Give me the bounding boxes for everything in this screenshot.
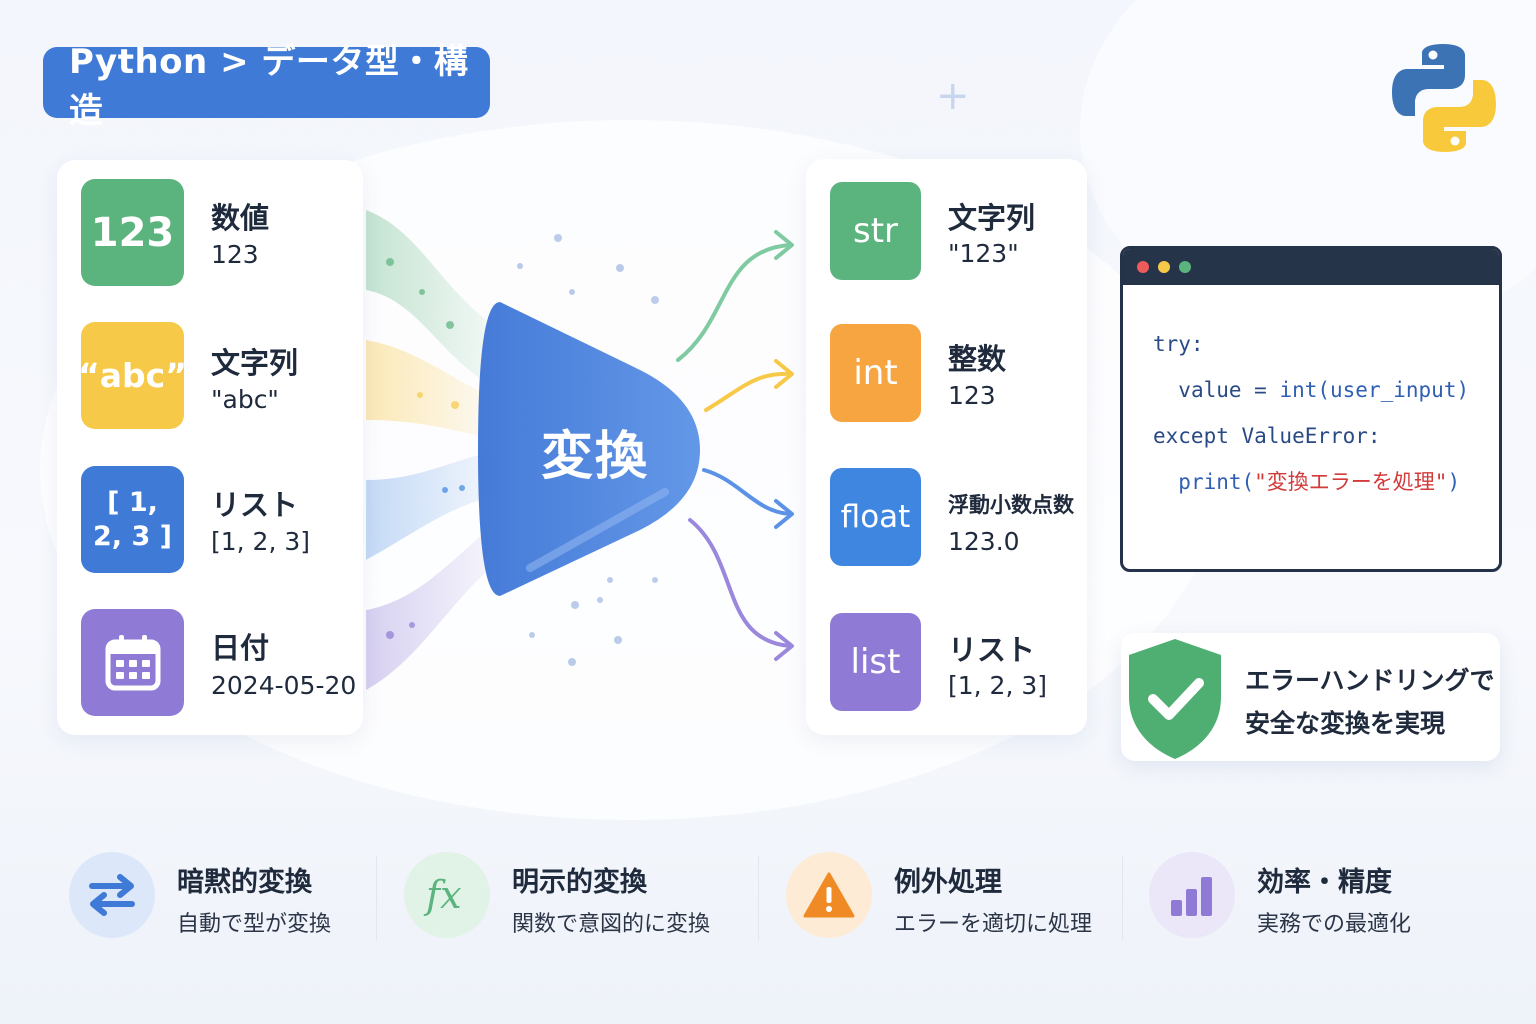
output-title-str: 文字列 bbox=[948, 201, 1036, 235]
particle-dots bbox=[386, 234, 659, 666]
arrow-to-str bbox=[676, 243, 792, 362]
code-snippet: try: value = int(user_input) except Valu… bbox=[1153, 321, 1469, 505]
output-value-list: [1, 2, 3] bbox=[948, 671, 1048, 700]
feature-title: 効率・精度 bbox=[1257, 867, 1392, 898]
input-value-number: 123 bbox=[211, 240, 259, 269]
svg-text:fx: fx bbox=[423, 873, 462, 917]
code-line-print: print("変換エラーを処理") bbox=[1178, 470, 1461, 494]
converter-funnel bbox=[478, 302, 700, 596]
python-logo-icon bbox=[1392, 44, 1496, 152]
output-types-card: str 文字列 "123" int 整数 123 float 浮動小数点数 12… bbox=[806, 159, 1087, 735]
divider bbox=[758, 856, 759, 940]
output-arrows bbox=[676, 230, 794, 661]
feature-icon-circle bbox=[786, 852, 872, 938]
plus-decoration-icon: + bbox=[936, 73, 970, 119]
input-title-list: リスト bbox=[211, 488, 299, 522]
maximize-dot-icon bbox=[1179, 261, 1191, 273]
code-line-try: try: bbox=[1153, 332, 1204, 356]
code-editor-window: try: value = int(user_input) except Valu… bbox=[1120, 246, 1502, 572]
input-flow-blue bbox=[366, 450, 500, 560]
input-flow-purple bbox=[366, 520, 500, 690]
input-title-number: 数値 bbox=[211, 201, 270, 235]
input-title-date: 日付 bbox=[211, 631, 270, 665]
divider bbox=[1122, 856, 1123, 940]
arrow-to-float bbox=[702, 468, 792, 516]
error-handling-text: エラーハンドリングで 安全な変換を実現 bbox=[1245, 659, 1495, 745]
input-flow-yellow bbox=[366, 340, 500, 440]
feature-desc: エラーを適切に処理 bbox=[894, 912, 1093, 937]
output-title-list: リスト bbox=[948, 633, 1036, 667]
window-title-bar bbox=[1123, 249, 1499, 285]
function-fx-icon: fx bbox=[423, 873, 462, 917]
output-tile-str: str bbox=[830, 182, 921, 280]
input-value-list: [1, 2, 3] bbox=[211, 527, 311, 556]
feature-efficiency-accuracy: 効率・精度 実務での最適化 bbox=[1149, 852, 1449, 944]
close-dot-icon bbox=[1137, 261, 1149, 273]
feature-title: 明示的変換 bbox=[512, 867, 647, 898]
warning-icon bbox=[803, 872, 855, 918]
feature-desc: 実務での最適化 bbox=[1257, 912, 1412, 937]
feature-icon-circle: fx bbox=[404, 852, 490, 938]
minimize-dot-icon bbox=[1158, 261, 1170, 273]
output-value-int: 123 bbox=[948, 381, 996, 410]
converter-label: 変換 bbox=[540, 427, 649, 487]
input-tile-date bbox=[81, 609, 184, 716]
feature-desc: 自動で型が変換 bbox=[177, 912, 332, 937]
arrow-to-list bbox=[688, 518, 792, 648]
output-tile-float: float bbox=[830, 468, 921, 566]
feature-title: 例外処理 bbox=[894, 867, 1002, 898]
output-title-int: 整数 bbox=[948, 342, 1007, 376]
feature-icon-circle bbox=[1149, 852, 1235, 938]
output-value-float: 123.0 bbox=[948, 527, 1020, 556]
feature-implicit-conversion: 暗黙的変換 自動で型が変換 bbox=[69, 852, 369, 944]
input-value-date: 2024-05-20 bbox=[211, 671, 357, 700]
input-value-string: "abc" bbox=[211, 385, 279, 414]
arrow-to-int bbox=[704, 371, 792, 412]
feature-title: 暗黙的変換 bbox=[177, 867, 312, 898]
error-handling-line1: エラーハンドリングで bbox=[1245, 666, 1495, 695]
output-tile-list: list bbox=[830, 613, 921, 711]
shield-check-icon bbox=[1129, 639, 1221, 759]
feature-icon-circle bbox=[69, 852, 155, 938]
feature-explicit-conversion: fx 明示的変換 関数で意図的に変換 bbox=[404, 852, 734, 944]
swap-arrows-icon bbox=[89, 874, 135, 916]
output-title-float: 浮動小数点数 bbox=[948, 493, 1074, 517]
input-types-card: 123 数値 123 “abc” 文字列 "abc" [ 1, 2, 3 ] リ… bbox=[57, 160, 363, 735]
output-value-str: "123" bbox=[948, 239, 1019, 268]
input-tile-list: [ 1, 2, 3 ] bbox=[81, 466, 184, 573]
input-title-string: 文字列 bbox=[211, 346, 299, 380]
code-line-except: except ValueError: bbox=[1153, 424, 1381, 448]
code-line-assign: value = int(user_input) bbox=[1178, 378, 1470, 402]
input-flow-green bbox=[366, 210, 500, 390]
calendar-icon bbox=[105, 634, 160, 690]
feature-desc: 関数で意図的に変換 bbox=[512, 912, 711, 937]
divider bbox=[376, 856, 377, 940]
error-handling-line2: 安全な変換を実現 bbox=[1245, 709, 1446, 738]
bar-chart-icon bbox=[1171, 877, 1212, 916]
input-tile-string: “abc” bbox=[78, 322, 187, 429]
error-handling-card: エラーハンドリングで 安全な変換を実現 bbox=[1121, 633, 1500, 761]
output-tile-int: int bbox=[830, 324, 921, 422]
feature-exception-handling: 例外処理 エラーを適切に処理 bbox=[786, 852, 1116, 944]
input-tile-number: 123 bbox=[81, 179, 184, 286]
